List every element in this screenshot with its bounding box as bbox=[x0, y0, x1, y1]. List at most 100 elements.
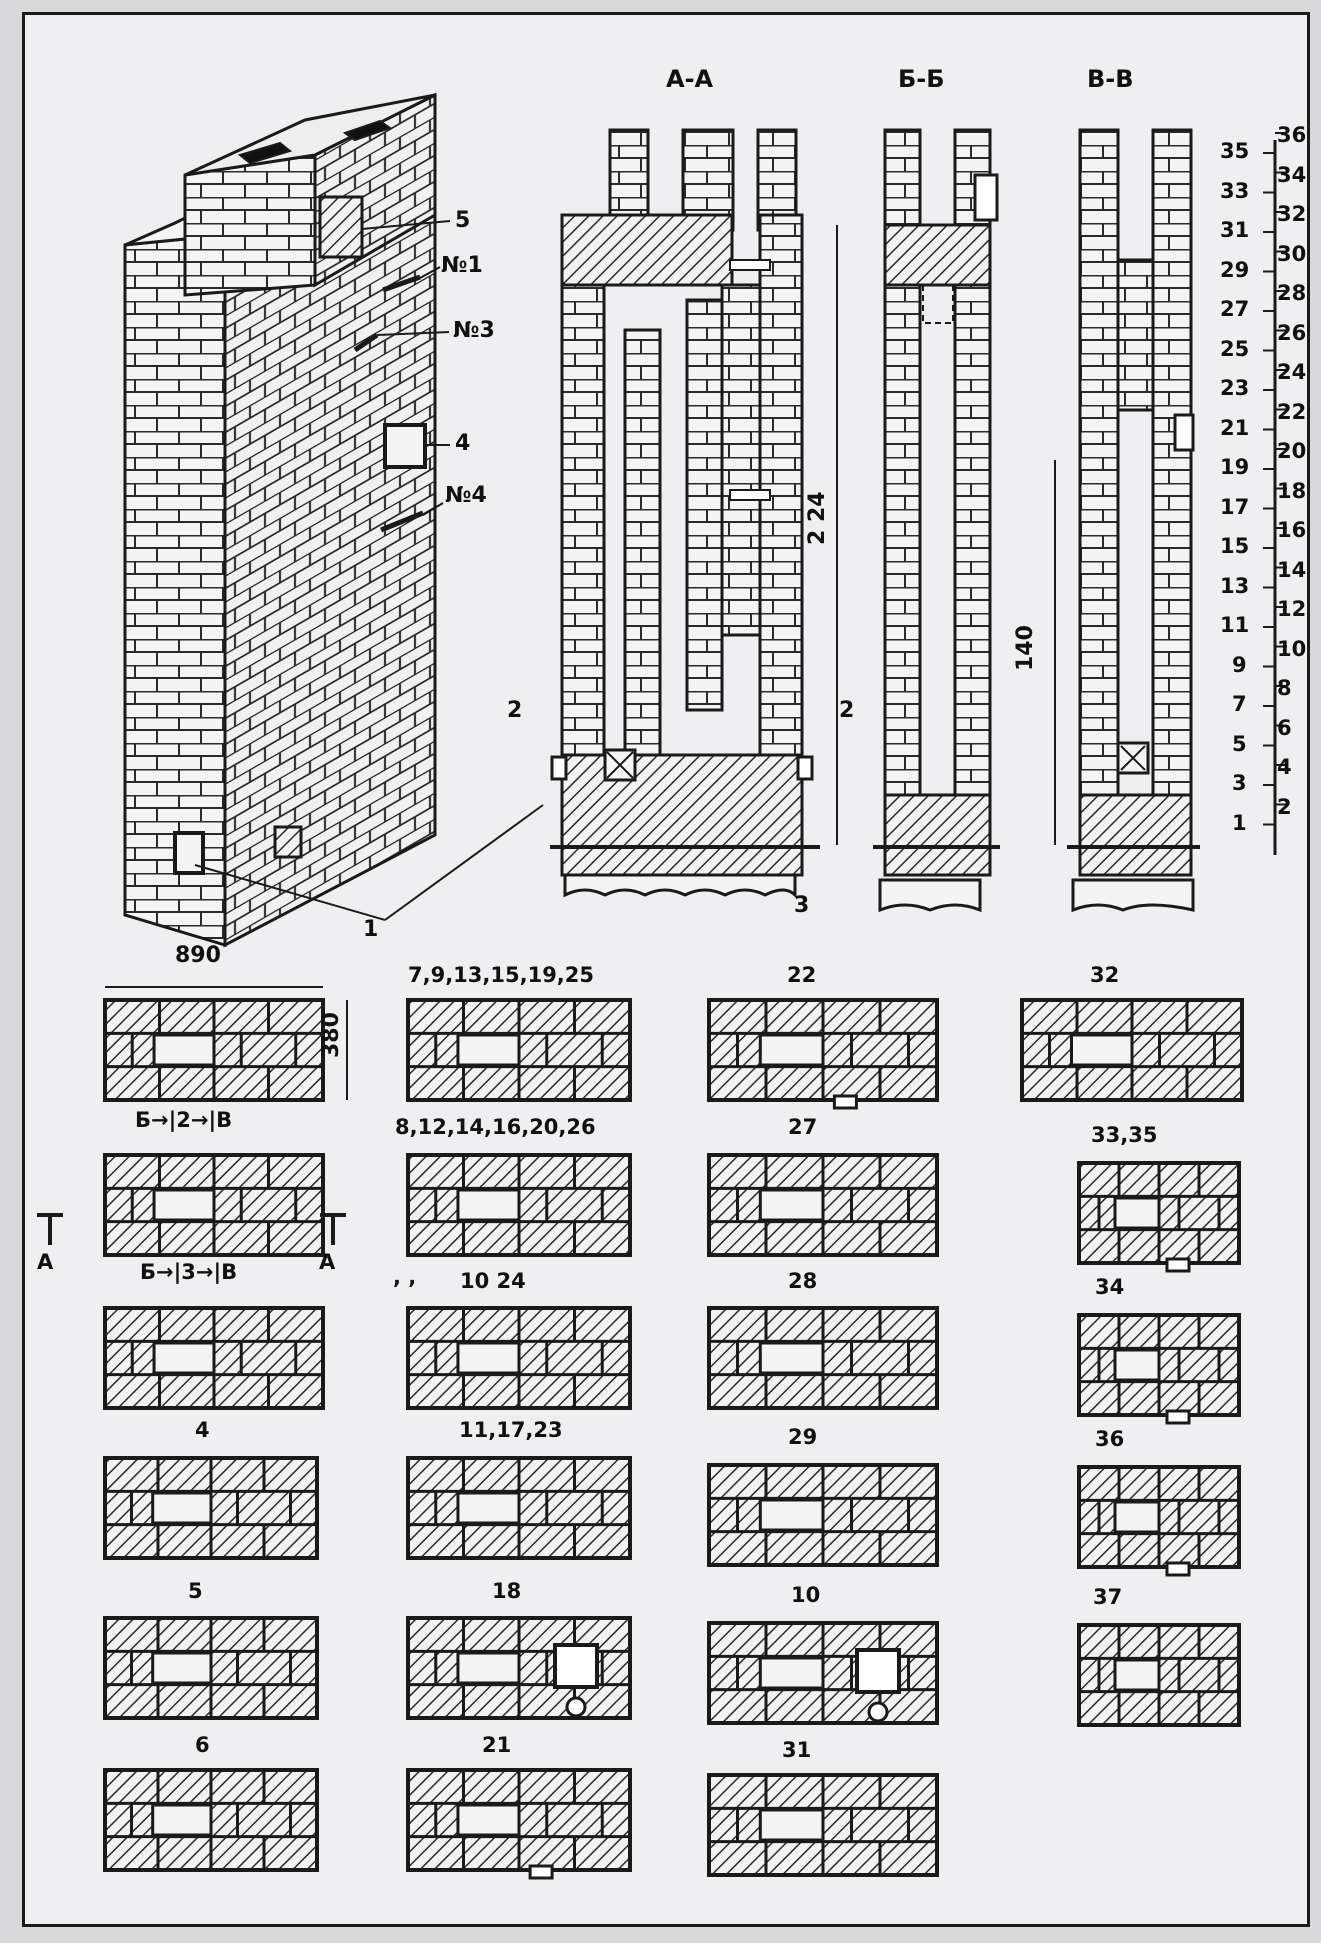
plan-title-15: 18 bbox=[492, 1579, 522, 1603]
ruler-left-label: 5 bbox=[1232, 731, 1247, 756]
aa-chimney-left bbox=[608, 128, 650, 232]
plan-36-channel bbox=[1113, 1500, 1161, 1534]
ruler-left-label: 19 bbox=[1220, 455, 1250, 479]
section-marker-left bbox=[37, 1213, 63, 1245]
ruler-left-label: 3 bbox=[1232, 771, 1247, 795]
plan-27-channel bbox=[758, 1188, 825, 1222]
ruler-right-label: 30 bbox=[1277, 241, 1307, 266]
plan-10b-channel bbox=[758, 1656, 825, 1690]
ruler-right-label: 16 bbox=[1277, 518, 1307, 542]
plan-title-12: 29 bbox=[788, 1425, 818, 1449]
ruler-right-label: 10 bbox=[1277, 636, 1307, 661]
plan-21-channel bbox=[456, 1803, 521, 1837]
row-plans bbox=[37, 986, 1244, 1880]
plan-title-4: 8,12,14,16,20,26 bbox=[395, 1115, 596, 1139]
plan-34-valve bbox=[1165, 1409, 1191, 1425]
plan-34 bbox=[1077, 1313, 1241, 1425]
plan-34-channel bbox=[1113, 1348, 1161, 1382]
plan-10-24 bbox=[406, 1306, 632, 1410]
leader-line-2 bbox=[376, 331, 450, 336]
callout-5: 5 bbox=[455, 208, 471, 233]
plan-31 bbox=[707, 1773, 939, 1877]
plan-10b bbox=[707, 1621, 939, 1725]
callout-2-left: 2 bbox=[507, 698, 523, 723]
bb-foundation bbox=[878, 878, 982, 913]
aa-foundation bbox=[563, 873, 797, 899]
plan-33-35-channel bbox=[1113, 1196, 1161, 1230]
ruler-left-label: 15 bbox=[1220, 534, 1250, 558]
bb-hidden-door bbox=[922, 284, 954, 324]
plan-36 bbox=[1077, 1465, 1241, 1577]
iso-vent-grille bbox=[318, 195, 364, 259]
dimension-height-side: 140 bbox=[1013, 625, 1038, 671]
aa-outer-left bbox=[560, 283, 606, 787]
aa-damper bbox=[729, 259, 771, 271]
iso-fire-door bbox=[173, 831, 205, 875]
row-ruler bbox=[1263, 132, 1287, 855]
plan-18-channel bbox=[456, 1651, 521, 1685]
aa-cross-2 bbox=[606, 751, 634, 779]
plan-6-channel bbox=[151, 1803, 213, 1837]
plan-8-12 bbox=[406, 1153, 632, 1257]
bb-vent bbox=[973, 173, 999, 222]
fire-door-knob-1 bbox=[867, 1701, 889, 1723]
plan-title-2: 22 bbox=[787, 963, 817, 987]
ruler-right-label: 14 bbox=[1277, 557, 1307, 582]
ruler-left-label: 35 bbox=[1220, 139, 1250, 163]
vv-foundation bbox=[1071, 878, 1195, 913]
plan-title-19: 21 bbox=[482, 1733, 512, 1757]
callout-2-right: 2 bbox=[839, 698, 855, 723]
leader-line-6 bbox=[384, 804, 544, 921]
iso-valve-3 bbox=[353, 332, 379, 353]
plan-row-2 bbox=[103, 1153, 325, 1257]
iso-valve-1 bbox=[382, 274, 421, 293]
plan-27 bbox=[707, 1153, 939, 1257]
ruler-right-label: 2 bbox=[1277, 794, 1292, 819]
dimension-width: 890 bbox=[175, 943, 221, 968]
ruler-left-label: 31 bbox=[1220, 218, 1250, 242]
iso-ash-door bbox=[273, 825, 303, 859]
plan-29 bbox=[707, 1463, 939, 1567]
ruler-left-label: 17 bbox=[1220, 494, 1250, 519]
ruler-right-label: 12 bbox=[1277, 597, 1307, 621]
ruler-right-label: 18 bbox=[1277, 478, 1307, 503]
plan-7-9 bbox=[406, 998, 632, 1102]
ruler-left-label: 13 bbox=[1220, 573, 1250, 598]
plan-28-channel bbox=[758, 1341, 825, 1375]
ruler-right-label: 32 bbox=[1277, 202, 1307, 226]
drawing-sheet: А-А Б-Б В-В 5 №1 №3 4 №4 2 2 3 1 2 24 14… bbox=[22, 12, 1310, 1927]
row-marker-3: Б→|3→|В bbox=[140, 1260, 238, 1284]
bb-base bbox=[883, 793, 992, 877]
leader-line-1 bbox=[419, 266, 441, 279]
ruler-right-label: 20 bbox=[1277, 439, 1307, 463]
iso-cleaning-door bbox=[383, 423, 427, 469]
plan-title-5: 27 bbox=[788, 1115, 818, 1139]
plan-7-9-channel bbox=[456, 1033, 521, 1067]
plan-title-14: 5 bbox=[188, 1579, 203, 1603]
callout-3: 3 bbox=[794, 893, 810, 918]
plan-4 bbox=[103, 1456, 319, 1560]
isometric-stove-view bbox=[123, 92, 544, 948]
leader-line-4 bbox=[422, 502, 444, 516]
plan-31-channel bbox=[758, 1808, 825, 1842]
leader-line-0 bbox=[361, 220, 451, 230]
leader-line-5 bbox=[194, 864, 386, 921]
ruler-right-label: 36 bbox=[1277, 123, 1307, 147]
section-mark-a-right: А bbox=[319, 1250, 336, 1274]
ruler-right-label: 22 bbox=[1277, 399, 1307, 424]
plan-row-2-channel bbox=[152, 1188, 216, 1222]
ruler-left-label: 11 bbox=[1220, 613, 1250, 637]
ruler-right-label: 28 bbox=[1277, 281, 1307, 305]
aa-firebox-base bbox=[560, 753, 804, 877]
aa-door-handle-left bbox=[550, 755, 568, 781]
plan-title-9: 34 bbox=[1095, 1275, 1125, 1299]
plan-title-1: 7,9,13,15,19,25 bbox=[408, 963, 595, 987]
fire-door-knob-0 bbox=[565, 1696, 587, 1718]
iso-chimney-front bbox=[183, 153, 317, 297]
plan-6 bbox=[103, 1768, 319, 1872]
dimension-depth: 380 bbox=[319, 1012, 344, 1058]
fire-door-plan-1 bbox=[855, 1648, 901, 1694]
plan-10-24-channel bbox=[456, 1341, 521, 1375]
ruler-left-label: 21 bbox=[1220, 415, 1250, 440]
plan-title-20: 31 bbox=[782, 1738, 812, 1762]
